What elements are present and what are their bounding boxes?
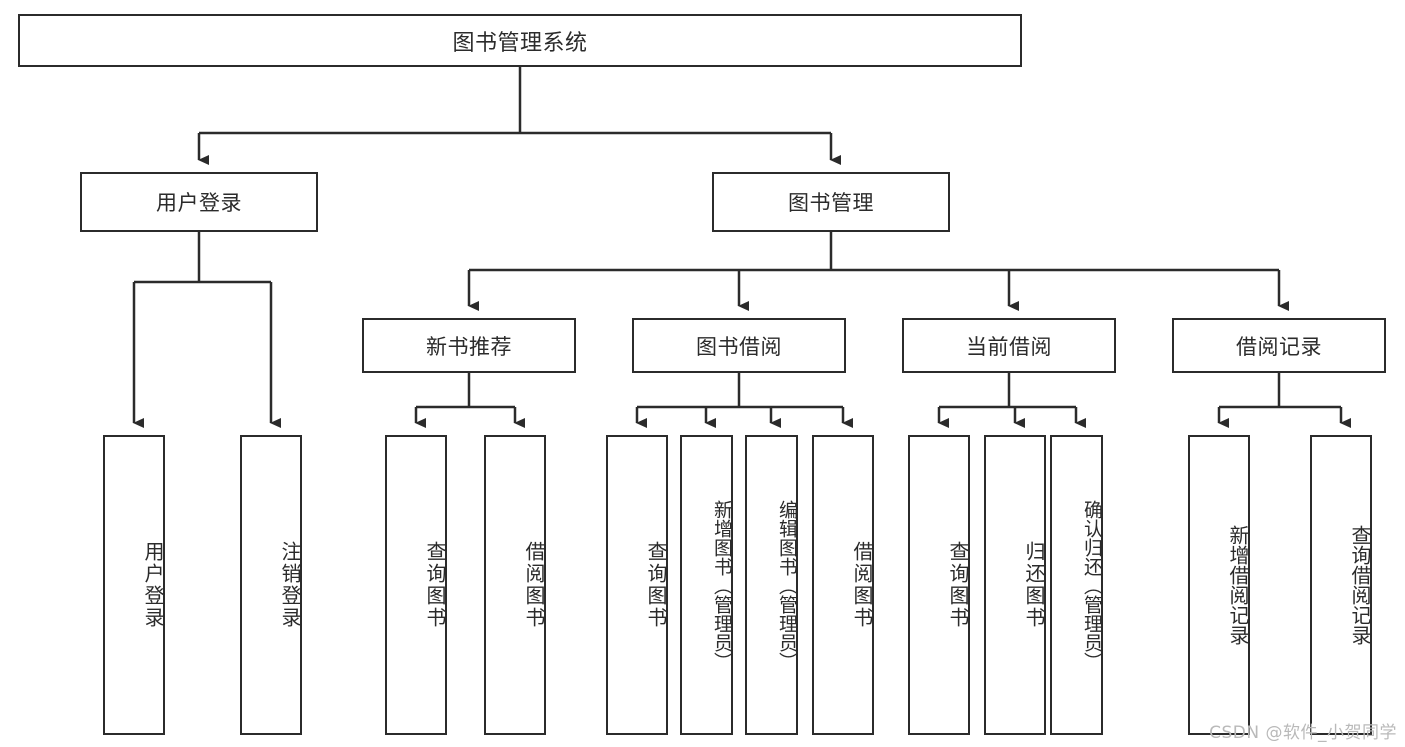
node-label: 用户登录 bbox=[141, 541, 165, 629]
leaf-user-login[interactable]: 用户登录 bbox=[103, 435, 165, 735]
node-label: 新书推荐 bbox=[426, 334, 512, 359]
node-new-book-recommendation[interactable]: 新书推荐 bbox=[362, 318, 576, 373]
leaf-borrow-book-recommendation[interactable]: 借阅图书 bbox=[484, 435, 546, 735]
node-current-borrowing[interactable]: 当前借阅 bbox=[902, 318, 1116, 373]
leaf-query-book-recommendation[interactable]: 查询图书 bbox=[385, 435, 447, 735]
leaf-add-borrowing-record[interactable]: 新增借阅记录 bbox=[1188, 435, 1250, 735]
node-label: 借阅记录 bbox=[1236, 334, 1322, 359]
leaf-return-book[interactable]: 归还图书 bbox=[984, 435, 1046, 735]
node-book-management[interactable]: 图书管理 bbox=[712, 172, 950, 232]
node-label: 借阅图书 bbox=[850, 541, 874, 629]
node-label: 新增图书（管理员） bbox=[711, 499, 733, 671]
leaf-query-book-borrowing[interactable]: 查询图书 bbox=[606, 435, 668, 735]
node-user-login[interactable]: 用户登录 bbox=[80, 172, 318, 232]
leaf-edit-book-admin[interactable]: 编辑图书（管理员） bbox=[745, 435, 798, 735]
node-label: 图书借阅 bbox=[696, 334, 782, 359]
node-label: 图书管理 bbox=[788, 191, 874, 215]
leaf-confirm-return-admin[interactable]: 确认归还（管理员） bbox=[1050, 435, 1103, 735]
node-label: 查询图书 bbox=[423, 541, 447, 629]
node-label: 借阅图书 bbox=[522, 541, 546, 629]
node-label: 查询借阅记录 bbox=[1348, 525, 1372, 645]
node-book-borrowing[interactable]: 图书借阅 bbox=[632, 318, 846, 373]
leaf-borrow-book-borrowing[interactable]: 借阅图书 bbox=[812, 435, 874, 735]
leaf-add-book-admin[interactable]: 新增图书（管理员） bbox=[680, 435, 733, 735]
leaf-logout[interactable]: 注销登录 bbox=[240, 435, 302, 735]
node-borrowing-record[interactable]: 借阅记录 bbox=[1172, 318, 1386, 373]
leaf-query-borrowing-record[interactable]: 查询借阅记录 bbox=[1310, 435, 1372, 735]
node-label: 查询图书 bbox=[644, 541, 668, 629]
node-label: 确认归还（管理员） bbox=[1081, 499, 1103, 671]
leaf-query-book-current[interactable]: 查询图书 bbox=[908, 435, 970, 735]
node-root-book-management-system[interactable]: 图书管理系统 bbox=[18, 14, 1022, 67]
node-label: 新增借阅记录 bbox=[1226, 525, 1250, 645]
node-label: 编辑图书（管理员） bbox=[776, 499, 798, 671]
node-label: 当前借阅 bbox=[966, 334, 1052, 359]
node-label: 查询图书 bbox=[946, 541, 970, 629]
node-label: 归还图书 bbox=[1022, 541, 1046, 629]
node-label: 图书管理系统 bbox=[452, 30, 588, 56]
node-label: 用户登录 bbox=[156, 191, 242, 215]
node-label: 注销登录 bbox=[278, 541, 302, 629]
